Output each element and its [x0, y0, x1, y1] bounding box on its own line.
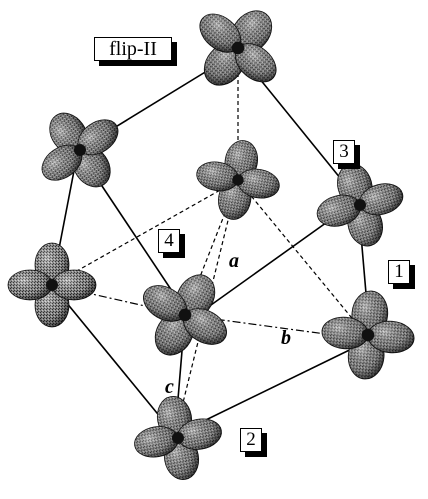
- axis-label-b: b: [281, 327, 291, 349]
- orbital-lobe: [52, 270, 96, 300]
- orbital-lobe: [134, 426, 179, 458]
- site-label-2: 2: [240, 428, 262, 452]
- orbital-node: [196, 140, 280, 220]
- orbital-lobe: [199, 14, 241, 53]
- site-label-1: 1: [388, 260, 410, 284]
- orbital-lobe: [321, 317, 369, 349]
- bond-dashed: [51, 179, 239, 286]
- orbital-lobe: [359, 183, 403, 215]
- axis-label-c: c: [165, 376, 174, 398]
- orbital-lobe: [196, 161, 239, 191]
- orbital-node: [316, 163, 404, 247]
- orbital-core: [361, 328, 375, 342]
- orbital-lobe: [317, 195, 361, 227]
- orbital-core: [354, 199, 366, 211]
- bond-line: [51, 284, 176, 436]
- orbital-lobe: [367, 321, 415, 353]
- orbital-group: [7, 10, 415, 480]
- site-label-4: 4: [158, 229, 180, 253]
- orbital-core: [46, 279, 58, 291]
- orbital-core: [178, 308, 192, 322]
- solid-bonds: [51, 51, 371, 436]
- orbital-core: [74, 144, 86, 156]
- orbital-node: [143, 274, 227, 356]
- dashed-bonds: [51, 52, 371, 436]
- orbital-lobe: [177, 418, 222, 450]
- orbital-lobe: [231, 10, 272, 54]
- orbital-core: [231, 41, 245, 55]
- orbital-node: [7, 242, 97, 328]
- orbital-node: [41, 112, 119, 188]
- site-label-3: 3: [333, 140, 355, 164]
- orbital-node: [199, 10, 277, 86]
- orbital-lobe: [204, 42, 245, 86]
- orbital-lobe: [42, 145, 82, 181]
- orbital-node: [134, 396, 222, 480]
- orbital-lobe: [237, 169, 280, 199]
- orbital-lobe: [143, 285, 187, 322]
- orbital-node: [321, 290, 415, 380]
- orbital-core: [232, 174, 244, 186]
- orbital-core: [172, 432, 184, 444]
- orbital-lobe: [235, 43, 277, 82]
- orbital-lobe: [183, 308, 227, 345]
- orbital-lobe: [8, 270, 52, 300]
- bond-dashed: [174, 179, 239, 436]
- flip-label: flip-II: [94, 37, 172, 61]
- orbital-lobe: [78, 119, 118, 155]
- axis-label-a: a: [229, 250, 239, 272]
